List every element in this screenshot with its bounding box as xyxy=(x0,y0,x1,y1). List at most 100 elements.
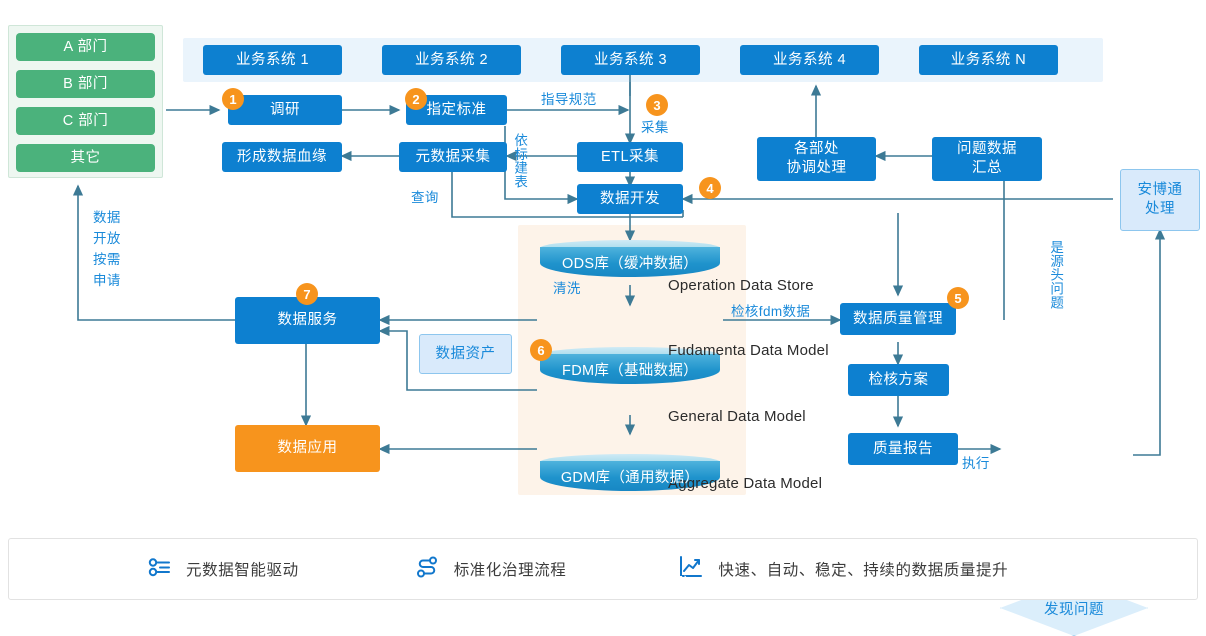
node-label: 数据应用 xyxy=(277,440,338,457)
dept-box-b[interactable]: B 部门 xyxy=(16,70,155,98)
db-cylinder-ods[interactable]: ODS库（缓冲数据） xyxy=(540,240,720,282)
db-label: FDM库（基础数据） xyxy=(562,362,698,379)
business-system-n[interactable]: 业务系统 N xyxy=(919,45,1058,75)
node-label: 检核方案 xyxy=(868,371,929,388)
node-label: 数据资产 xyxy=(435,345,496,362)
db-en-ods: Operation Data Store xyxy=(668,277,814,294)
business-system-4[interactable]: 业务系统 4 xyxy=(740,45,879,75)
node-data-application[interactable]: 数据应用 xyxy=(235,425,380,472)
edge-label-is-source-issue: 是源头问题 xyxy=(1048,240,1064,310)
legend-item-1[interactable]: 元数据智能驱动 xyxy=(146,554,299,585)
legend-label: 快速、自动、稳定、持续的数据质量提升 xyxy=(718,562,1009,579)
badge-5: 5 xyxy=(947,287,969,309)
node-data-lineage[interactable]: 形成数据血缘 xyxy=(222,142,342,172)
sliders-icon xyxy=(146,554,172,585)
badge-3: 3 xyxy=(646,94,668,116)
business-system-label: 业务系统 2 xyxy=(414,51,489,68)
dept-label: A 部门 xyxy=(63,38,108,55)
db-en-adm: Aggregate Data Model xyxy=(668,475,823,492)
badge-1: 1 xyxy=(222,88,244,110)
badge-7: 7 xyxy=(296,283,318,305)
node-metadata-collect[interactable]: 元数据采集 xyxy=(399,142,507,172)
node-label: 指定标准 xyxy=(426,101,487,118)
db-label: ADM库（聚合数据） xyxy=(561,575,699,592)
node-issue-data-summary[interactable]: 问题数据 汇总 xyxy=(932,137,1042,181)
data-open-line-1: 数据 xyxy=(93,210,121,225)
cylinder-body xyxy=(540,461,720,491)
badge-number: 2 xyxy=(412,91,420,107)
business-system-label: 业务系统 N xyxy=(950,51,1027,68)
data-open-line-4: 申请 xyxy=(93,272,121,288)
dept-label: 其它 xyxy=(70,149,101,166)
edge-label-clean: 清洗 xyxy=(553,281,581,296)
node-label-line1: 各部处 xyxy=(794,141,839,158)
legend-item-2[interactable]: 标准化治理流程 xyxy=(414,554,567,585)
node-data-quality-management[interactable]: 数据质量管理 xyxy=(840,303,956,335)
business-system-2[interactable]: 业务系统 2 xyxy=(382,45,521,75)
node-label-line2: 汇总 xyxy=(972,160,1002,176)
node-label: 数据质量管理 xyxy=(853,310,943,327)
node-dept-coordination[interactable]: 各部处 协调处理 xyxy=(757,137,876,181)
node-label: 调研 xyxy=(270,101,300,118)
decision-label: 发现问题 xyxy=(1044,601,1104,618)
node-survey[interactable]: 调研 xyxy=(228,95,342,125)
badge-number: 3 xyxy=(653,97,661,113)
node-label: ETL采集 xyxy=(600,148,660,165)
business-system-3[interactable]: 业务系统 3 xyxy=(561,45,700,75)
node-quality-report[interactable]: 质量报告 xyxy=(848,433,958,465)
cylinder-body xyxy=(540,354,720,384)
node-check-plan[interactable]: 检核方案 xyxy=(848,364,949,396)
node-standard[interactable]: 指定标准 xyxy=(406,95,507,125)
data-open-line-3: 按需 xyxy=(93,251,121,267)
cylinder-body xyxy=(540,247,720,277)
edge-label-execute: 执行 xyxy=(962,456,990,471)
badge-6: 6 xyxy=(530,339,552,361)
flow-nodes-icon xyxy=(414,554,440,585)
diagram-canvas: A 部门 B 部门 C 部门 其它 业务系统 1 业务系统 2 业务系统 3 业… xyxy=(8,25,1200,636)
trend-chart-icon xyxy=(678,554,704,585)
edge-label-check-fdm: 检核fdm数据 xyxy=(731,304,811,319)
node-label: 元数据采集 xyxy=(415,148,491,165)
node-anbotong-process[interactable]: 安博通 处理 xyxy=(1120,169,1200,231)
badge-number: 4 xyxy=(706,180,714,196)
edge-label-collect: 采集 xyxy=(641,120,669,135)
dept-box-c[interactable]: C 部门 xyxy=(16,107,155,135)
badge-number: 5 xyxy=(954,290,962,306)
badge-2: 2 xyxy=(405,88,427,110)
db-cylinder-gdm[interactable]: GDM库（通用数据） xyxy=(540,454,720,496)
node-label-line2: 处理 xyxy=(1145,201,1175,217)
badge-number: 1 xyxy=(229,91,237,107)
legend-bar: 元数据智能驱动 标准化治理流程 快速、自动、稳定、持续的数据质量提升 xyxy=(8,538,1198,600)
node-label-line1: 问题数据 xyxy=(957,141,1017,158)
node-label: 形成数据血缘 xyxy=(237,148,327,165)
edge-label-guide-spec: 指导规范 xyxy=(541,92,597,107)
node-etl-collect[interactable]: ETL采集 xyxy=(577,142,683,172)
node-label: 数据服务 xyxy=(277,312,338,329)
dept-label: B 部门 xyxy=(63,75,108,92)
business-system-label: 业务系统 4 xyxy=(772,51,847,68)
node-label: 质量报告 xyxy=(873,440,933,457)
edge-label-build-table: 依标建表 xyxy=(512,133,528,189)
db-cylinder-fdm[interactable]: FDM库（基础数据） xyxy=(540,347,720,389)
business-system-1[interactable]: 业务系统 1 xyxy=(203,45,342,75)
legend-label: 标准化治理流程 xyxy=(453,562,567,579)
node-data-asset[interactable]: 数据资产 xyxy=(419,334,512,374)
badge-number: 6 xyxy=(537,342,545,358)
edge-label-data-open-on-demand: 数据 开放 按需 申请 xyxy=(93,208,121,292)
legend-item-3[interactable]: 快速、自动、稳定、持续的数据质量提升 xyxy=(678,554,1008,585)
db-label: ODS库（缓冲数据） xyxy=(562,255,698,272)
business-system-label: 业务系统 1 xyxy=(235,51,310,68)
node-label: 数据开发 xyxy=(600,190,660,207)
dept-label: C 部门 xyxy=(62,112,109,129)
badge-number: 7 xyxy=(303,286,311,302)
edge-label-query: 查询 xyxy=(411,190,439,205)
data-open-line-2: 开放 xyxy=(93,230,121,246)
db-label: GDM库（通用数据） xyxy=(560,469,700,486)
db-en-fdm: Fudamenta Data Model xyxy=(668,342,829,359)
db-en-gdm: General Data Model xyxy=(668,408,806,425)
node-data-development[interactable]: 数据开发 xyxy=(577,184,683,214)
badge-4: 4 xyxy=(699,177,721,199)
node-label-line1: 安博通 xyxy=(1137,182,1183,199)
dept-box-a[interactable]: A 部门 xyxy=(16,33,155,61)
dept-box-other[interactable]: 其它 xyxy=(16,144,155,172)
